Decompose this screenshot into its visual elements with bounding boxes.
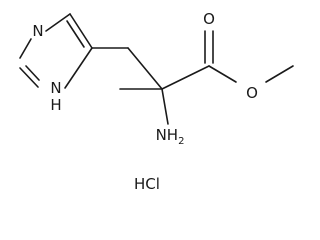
bond-c2-n1-double <box>25 65 40 81</box>
bond-n1-c5 <box>64 47 93 89</box>
atom-carbonyl-o: O <box>203 10 215 28</box>
molecule-structure: N N H O O NH2 HCl <box>19 10 294 193</box>
atom-labels: N N H O O NH2 HCl <box>32 10 258 193</box>
atom-amine: NH2 <box>156 126 185 147</box>
atom-n3: N <box>32 22 43 40</box>
bond-c5-c4 <box>69 13 93 49</box>
bond-ch2-calpha <box>127 47 163 90</box>
bond-calpha-carbonyl <box>161 65 210 90</box>
bond-carbonyl-ester-o <box>208 65 237 83</box>
side-chain <box>91 30 294 125</box>
bond-c2-n1 <box>19 67 39 88</box>
bond-n3-c2 <box>19 38 32 59</box>
atom-amine-subscript: 2 <box>178 136 184 147</box>
atom-n1-h: H <box>50 96 61 114</box>
bond-c5-c4-double <box>66 20 85 48</box>
bond-c4-n3 <box>45 13 71 32</box>
bond-calpha-amine <box>161 88 169 125</box>
atom-n1: N <box>50 79 61 97</box>
salt-label: HCl <box>134 175 160 193</box>
atom-amine-nh: NH <box>156 126 179 144</box>
bond-ester-o-methyl <box>265 65 294 83</box>
atom-ester-o: O <box>246 84 258 102</box>
imidazole-ring <box>19 13 93 89</box>
